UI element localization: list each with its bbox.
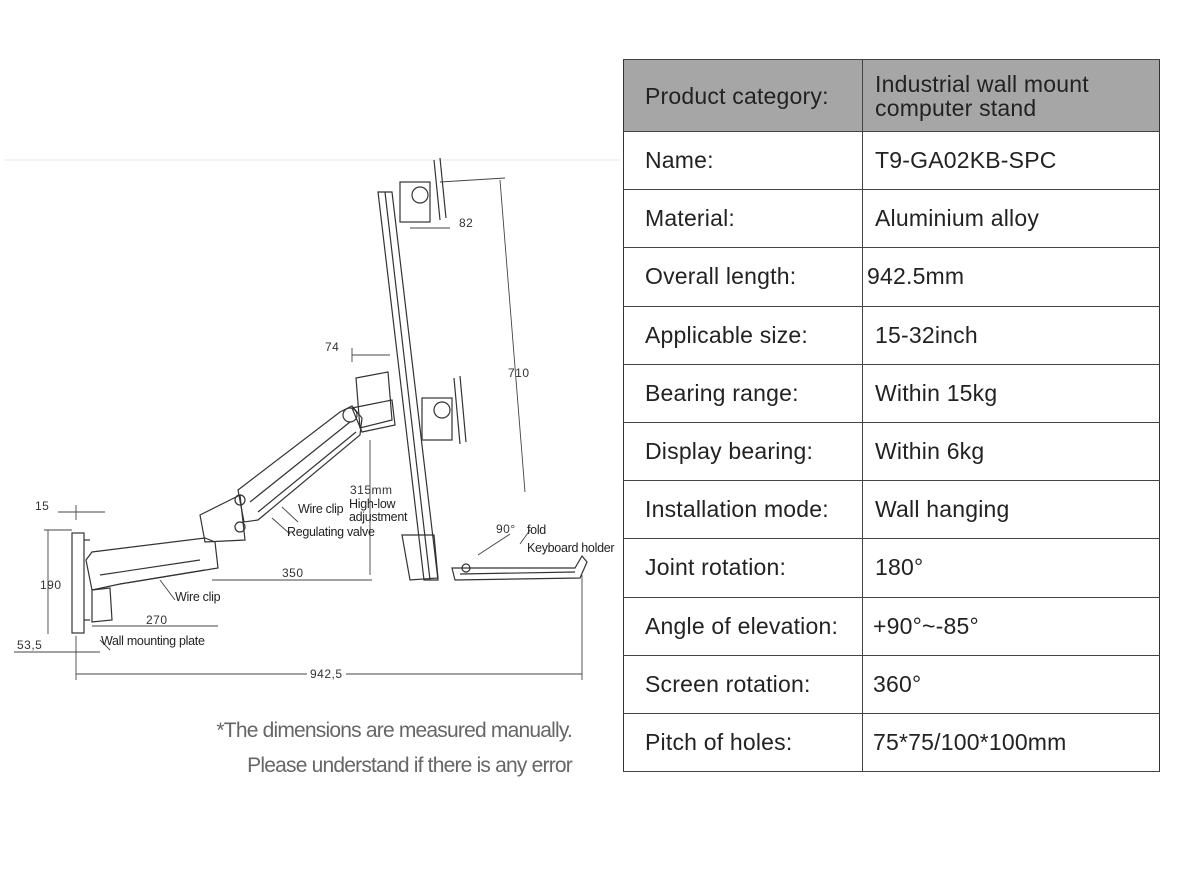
spec-key: Joint rotation: (623, 538, 863, 598)
spec-value: 360° (862, 654, 1160, 714)
arm-head (355, 371, 393, 429)
spec-key: Overall length: (623, 247, 863, 307)
spec-value: T9-GA02KB-SPC (862, 130, 1160, 191)
upper-bracket (399, 181, 431, 223)
spec-value: 942.5mm (862, 247, 1160, 307)
dim-90-degrees: 90° (496, 522, 516, 536)
dim-942-5: 942,5 (307, 667, 346, 681)
high-low-label: High-low (349, 497, 396, 511)
wall-mounting-plate-label: Wall mounting plate (101, 634, 205, 648)
spec-key: Material: (623, 189, 863, 249)
spec-key: Name: (623, 130, 863, 191)
spec-value: 75*75/100*100mm (862, 712, 1160, 773)
spec-value: Within 6kg (862, 421, 1160, 482)
regulating-valve-label: Regulating valve (287, 525, 375, 539)
spec-key: Angle of elevation: (623, 596, 863, 656)
dim-15: 15 (35, 499, 50, 513)
spec-row-screen-rotation: Screen rotation: 360° (623, 654, 1160, 714)
dim-53-5: 53,5 (17, 638, 43, 652)
spec-row-name: Name: T9-GA02KB-SPC (623, 130, 1160, 191)
dim-190: 190 (40, 578, 62, 592)
dim-74: 74 (325, 340, 340, 354)
spec-row-overall-length: Overall length: 942.5mm (623, 247, 1160, 307)
spec-key: Installation mode: (623, 480, 863, 540)
dim-270: 270 (146, 613, 168, 627)
spec-row-angle-of-elevation: Angle of elevation: +90°~-85° (623, 596, 1160, 656)
spec-row-material: Material: Aluminium alloy (623, 189, 1160, 249)
spec-value: +90°~-85° (862, 596, 1160, 656)
spec-key: Screen rotation: (623, 654, 863, 714)
spec-row-bearing-range: Bearing range: Within 15kg (623, 363, 1160, 423)
spec-row-display-bearing: Display bearing: Within 6kg (623, 421, 1160, 482)
spec-row-joint-rotation: Joint rotation: 180° (623, 538, 1160, 598)
spec-key: Pitch of holes: (623, 712, 863, 773)
lower-arm (85, 537, 219, 591)
spec-table: Product category: Industrial wall mount … (623, 59, 1160, 773)
middle-bracket (421, 397, 453, 441)
spec-value: 15-32inch (862, 305, 1160, 365)
mount-line-drawing (5, 157, 620, 680)
fold-label: fold (527, 523, 546, 537)
measurement-note-line-1: *The dimensions are measured manually. (216, 719, 572, 742)
spec-value: Within 15kg (862, 363, 1160, 423)
spec-row-applicable-size: Applicable size: 15-32inch (623, 305, 1160, 365)
dim-82: 82 (459, 216, 474, 230)
elbow-joint (199, 494, 246, 543)
keyboard-holder-label: Keyboard holder (527, 541, 615, 555)
spec-key: Applicable size: (623, 305, 863, 365)
dim-710: 710 (508, 366, 530, 380)
dim-315: 315mm (350, 483, 393, 497)
wall-plate (71, 532, 85, 634)
dim-350: 350 (282, 566, 304, 580)
wire-clip-upper-label: Wire clip (298, 502, 344, 516)
keyboard-tray (451, 554, 588, 581)
spec-key: Display bearing: (623, 421, 863, 482)
spec-row-pitch-of-holes: Pitch of holes: 75*75/100*100mm (623, 712, 1160, 773)
gas-spring-arm (237, 405, 363, 523)
spec-row-product-category: Product category: Industrial wall mount … (623, 59, 1160, 132)
spec-value: Aluminium alloy (862, 189, 1160, 249)
measurement-note-line-2: Please understand if there is any error (247, 754, 573, 777)
wire-clip-lower-label: Wire clip (175, 590, 221, 604)
spec-value: Industrial wall mount computer stand (862, 59, 1160, 132)
vertical-pole (377, 191, 439, 581)
spec-value: 180° (862, 538, 1160, 598)
spec-key: Bearing range: (623, 363, 863, 423)
spec-row-installation-mode: Installation mode: Wall hanging (623, 480, 1160, 540)
technical-drawing: 82 74 710 315mm High-low adjustment Wire… (0, 150, 625, 710)
spec-key: Product category: (623, 59, 863, 132)
adjustment-label: adjustment (349, 510, 408, 524)
spec-value: Wall hanging (862, 480, 1160, 540)
